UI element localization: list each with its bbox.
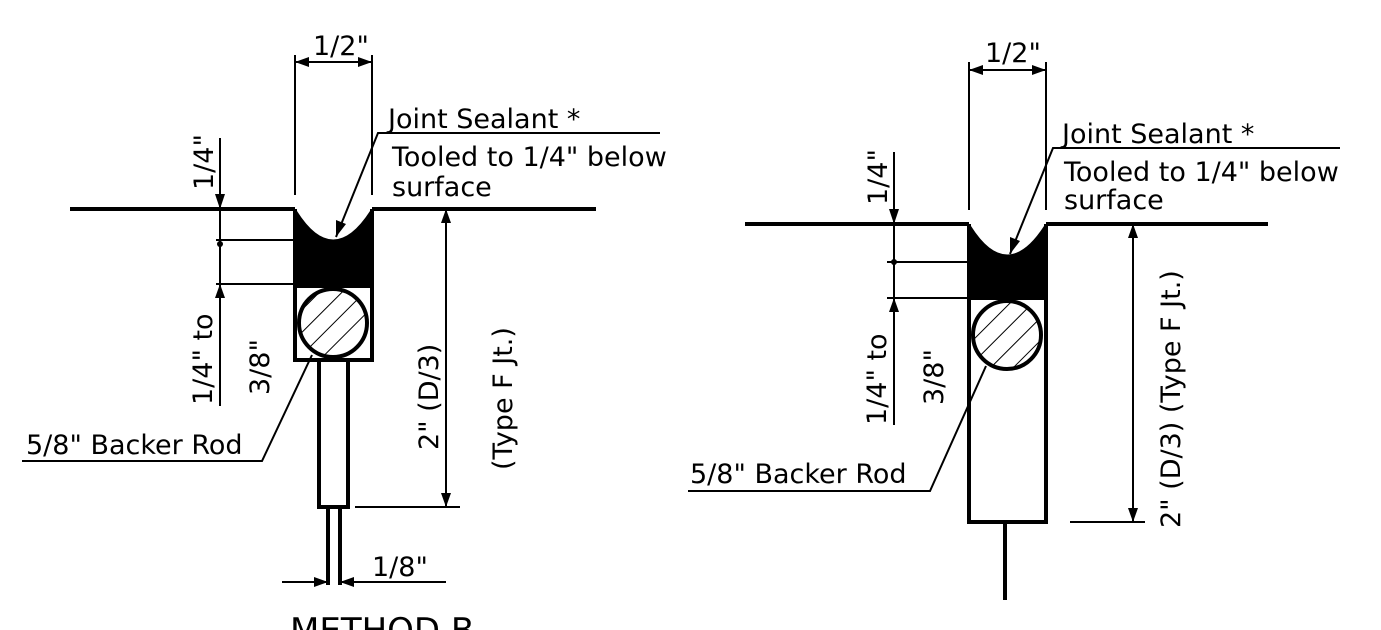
left-depth-dim-label: 2" (D/3) (414, 344, 445, 450)
right-sealant-arrowhead (1010, 237, 1020, 254)
right-backer-rod-label: 5/8" Backer Rod (690, 459, 907, 490)
right-recess-dimension (887, 152, 969, 425)
right-sealant-depth-label-2: 3/8" (919, 349, 950, 405)
right-depth-dim-label: 2" (D/3) (Type F Jt.) (1156, 270, 1187, 528)
left-tooled-label-2: surface (392, 172, 492, 203)
left-sealant-depth-label-2: 3/8" (245, 339, 276, 395)
right-backer-rod (971, 299, 1043, 371)
left-backer-rod-label: 5/8" Backer Rod (26, 430, 243, 461)
right-sealant-label: Joint Sealant * (1060, 119, 1254, 150)
left-saw-cut-dimension (282, 577, 446, 587)
left-sealant-depth-label-1: 1/4" to (188, 313, 219, 405)
right-sealant-depth-label-1: 1/4" to (862, 333, 893, 425)
right-recess-dim-label: 1/4" (863, 149, 894, 205)
left-width-dimension (294, 55, 373, 195)
left-sealant-label: Joint Sealant * (386, 104, 580, 135)
right-width-dimension (968, 62, 1047, 210)
right-sealant-leader (1009, 147, 1340, 255)
right-tooled-label-2: surface (1064, 185, 1164, 216)
left-width-dim-label: 1/2" (313, 31, 369, 62)
left-joint-detail: 1/2" Joint Sealant * Tooled to 1/4" belo… (22, 31, 667, 630)
right-joint-detail: 1/2" Joint Sealant * Tooled to 1/4" belo… (688, 38, 1340, 600)
right-backer-rod-leader (688, 365, 987, 492)
left-saw-cut-dim-label: 1/8" (372, 552, 428, 583)
left-recess-dim-label: 1/4" (189, 134, 220, 190)
right-joint-reservoir (967, 224, 1048, 524)
left-backer-rod (297, 287, 369, 359)
left-saw-cut (317, 360, 350, 509)
left-sealant-arrowhead (336, 220, 346, 237)
right-depth-dimension (1046, 223, 1145, 523)
left-joint-sealant (297, 211, 370, 288)
right-joint-sealant (971, 226, 1044, 300)
left-depth-dim-note: (Type F Jt.) (488, 327, 519, 470)
left-caption-partial: METHOD B (290, 611, 474, 630)
right-width-dim-label: 1/2" (985, 38, 1041, 69)
left-backer-rod-leader (22, 354, 313, 462)
left-sealant-leader (335, 132, 660, 238)
left-tooled-label-1: Tooled to 1/4" below (391, 142, 667, 173)
left-depth-dimension (355, 208, 460, 508)
left-recess-dimension (215, 138, 295, 406)
right-tooled-label-1: Tooled to 1/4" below (1063, 157, 1339, 188)
